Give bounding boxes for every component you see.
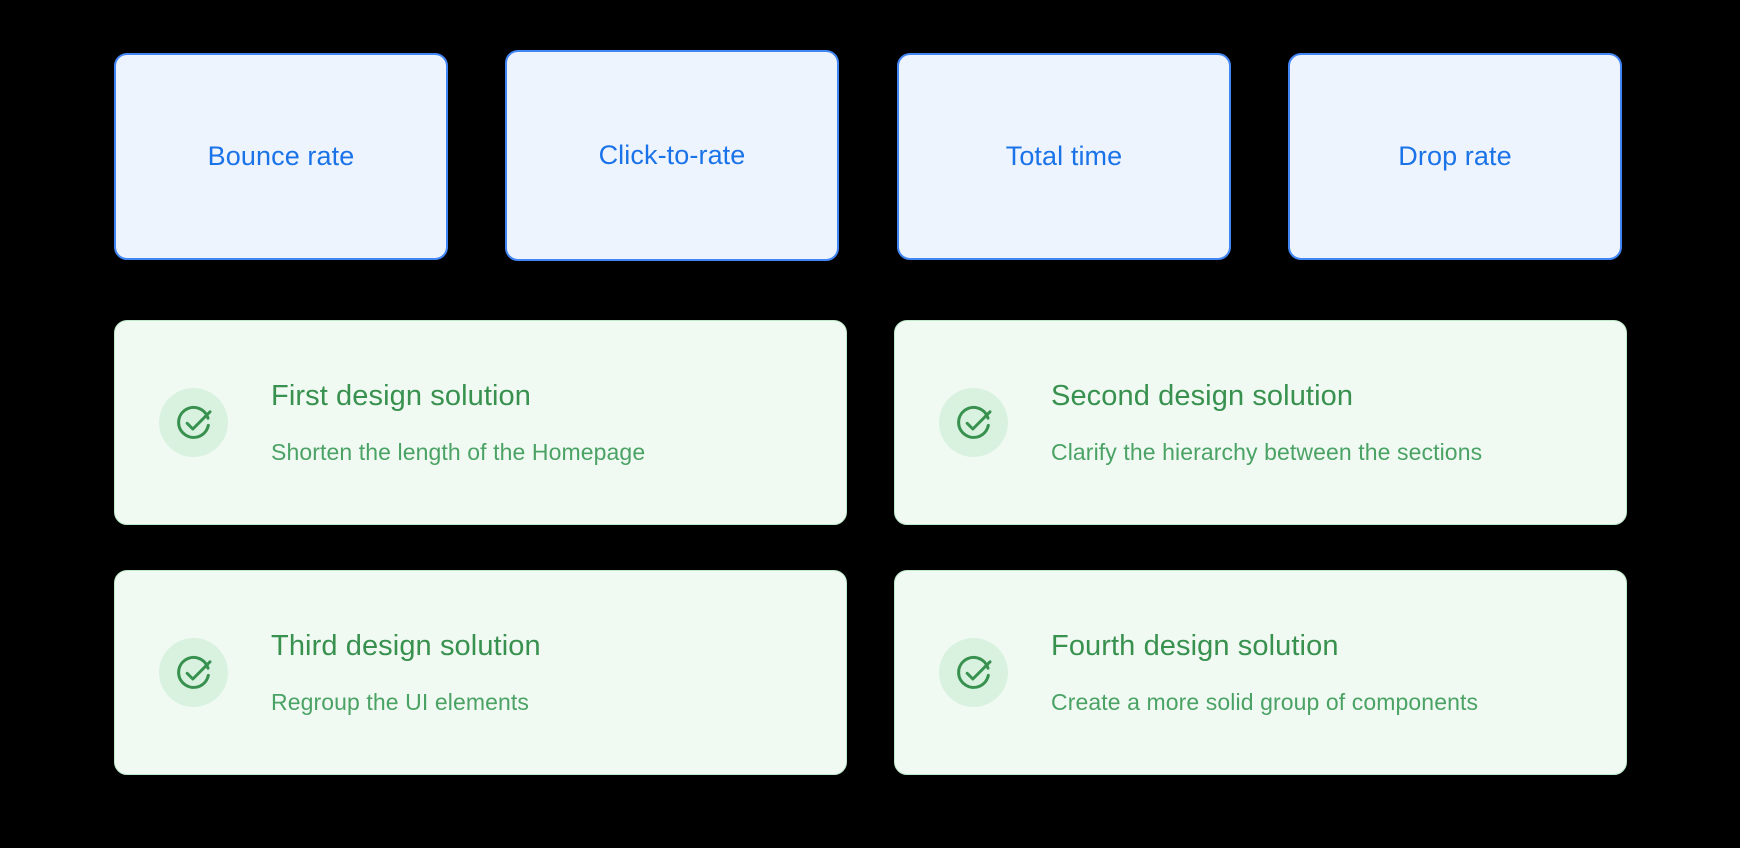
solution-card-title: Second design solution xyxy=(1051,379,1354,412)
metric-card-label: Bounce rate xyxy=(207,141,355,171)
solution-card-title: Fourth design solution xyxy=(1051,629,1339,662)
solution-card-text: Third design solution Regroup the UI ele… xyxy=(271,629,541,716)
solution-card-title: Third design solution xyxy=(271,629,541,662)
metric-card-label: Drop rate xyxy=(1398,141,1512,171)
solution-card-subtitle: Clarify the hierarchy between the sectio… xyxy=(1051,438,1483,465)
metric-card-label: Click-to-rate xyxy=(598,140,746,170)
metric-card-click-to-rate[interactable]: Click-to-rate xyxy=(505,50,839,261)
check-circle-icon xyxy=(159,638,228,707)
check-circle-icon xyxy=(939,388,1008,457)
solution-card-subtitle: Create a more solid group of components xyxy=(1051,688,1479,715)
metric-card-bounce-rate[interactable]: Bounce rate xyxy=(114,53,448,260)
check-circle-icon xyxy=(939,638,1008,707)
solution-card-third[interactable]: Third design solution Regroup the UI ele… xyxy=(114,570,847,775)
solution-card-first[interactable]: First design solution Shorten the length… xyxy=(114,320,847,525)
check-circle-icon xyxy=(159,388,228,457)
metric-card-drop-rate[interactable]: Drop rate xyxy=(1288,53,1622,260)
solution-card-subtitle: Shorten the length of the Homepage xyxy=(271,438,646,465)
solution-card-text: First design solution Shorten the length… xyxy=(271,379,645,466)
solution-card-text: Second design solution Clarify the hiera… xyxy=(1051,379,1482,466)
metric-card-total-time[interactable]: Total time xyxy=(897,53,1231,260)
solution-card-second[interactable]: Second design solution Clarify the hiera… xyxy=(894,320,1627,525)
solution-card-title: First design solution xyxy=(271,379,531,412)
solution-card-fourth[interactable]: Fourth design solution Create a more sol… xyxy=(894,570,1627,775)
solution-card-text: Fourth design solution Create a more sol… xyxy=(1051,629,1478,716)
solution-card-subtitle: Regroup the UI elements xyxy=(271,688,529,715)
metric-card-label: Total time xyxy=(1005,141,1123,171)
